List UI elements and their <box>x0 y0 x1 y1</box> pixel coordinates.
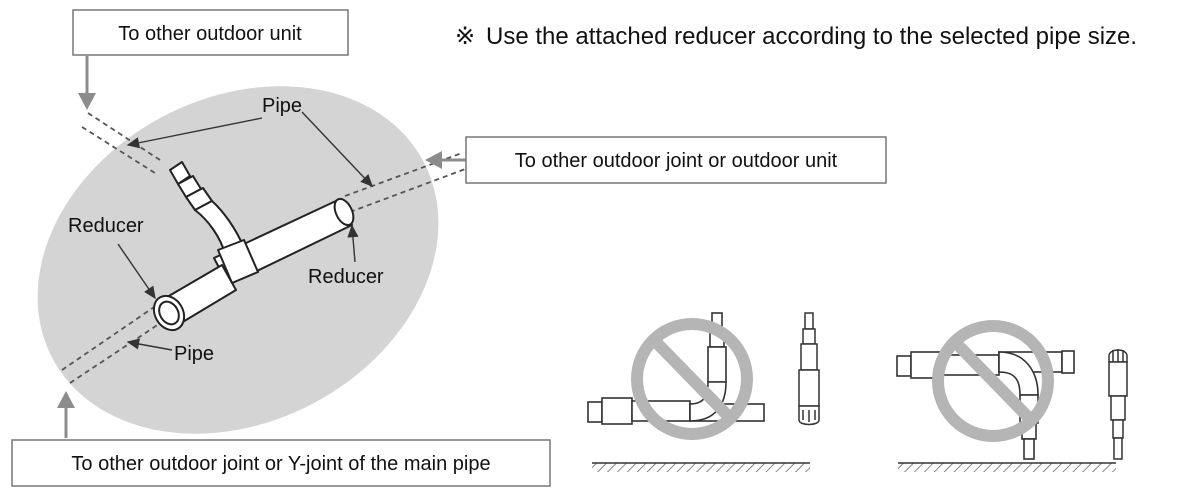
ground-hatch-2 <box>898 463 1116 472</box>
side-view-fitting-1 <box>798 312 820 426</box>
label-pipe-bottom: Pipe <box>174 343 214 365</box>
prohibition-sign-icon-1 <box>631 318 753 440</box>
note-symbol: ※ <box>455 23 475 50</box>
wrong-orientation-example-2 <box>896 320 1128 472</box>
svg-text:To other outdoor joint or Y-jo: To other outdoor joint or Y-joint of the… <box>71 453 490 475</box>
note: ※ Use the attached reducer according to … <box>455 23 1137 50</box>
ground-hatch-1 <box>592 463 810 472</box>
pipe-bottom <box>61 302 169 384</box>
branch-joint <box>152 161 355 332</box>
leader-lines <box>117 111 373 351</box>
svg-text:To other outdoor joint or outd: To other outdoor joint or outdoor unit <box>515 150 838 172</box>
svg-text:To other outdoor unit: To other outdoor unit <box>118 23 302 45</box>
prohibition-sign-icon-2 <box>932 320 1054 442</box>
wrong-orientation-example-1 <box>587 312 820 472</box>
side-view-fitting-2 <box>1108 349 1128 460</box>
flow-arrows <box>57 56 466 438</box>
label-reducer-right: Reducer <box>308 266 384 288</box>
label-to-other-joint-or-unit: To other outdoor joint or outdoor unit <box>465 136 887 184</box>
label-to-joint-or-y-joint: To other outdoor joint or Y-joint of the… <box>11 439 551 487</box>
label-pipe-top: Pipe <box>262 95 302 117</box>
label-reducer-left: Reducer <box>68 215 144 237</box>
label-to-other-outdoor-unit: To other outdoor unit <box>72 9 349 56</box>
note-text: Use the attached reducer according to th… <box>486 23 1137 50</box>
